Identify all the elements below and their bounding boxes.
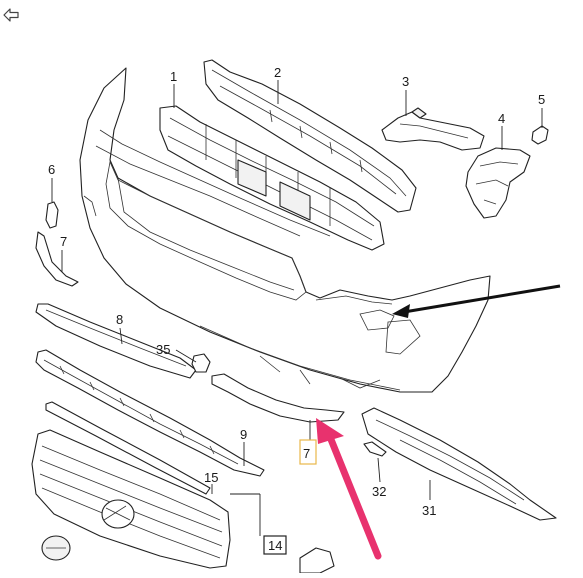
- part-4-side-bracket: [465, 147, 531, 219]
- label-part-2[interactable]: 2: [274, 65, 281, 80]
- black-indicator-arrow: [392, 284, 561, 318]
- part-7-lower-lip-trim: [211, 373, 345, 423]
- label-part-6[interactable]: 6: [48, 162, 55, 177]
- part-5-clip: [531, 125, 549, 145]
- pink-indicator-arrow: [316, 418, 382, 560]
- grille: [31, 429, 231, 569]
- part-2-upper-absorber: [203, 59, 417, 213]
- highlight-box: [299, 439, 317, 465]
- part-7-left-trim: [35, 231, 79, 287]
- part-6-side-clip: [45, 201, 59, 229]
- label-part-35[interactable]: 35: [156, 342, 170, 357]
- part-32-strip: [363, 441, 387, 457]
- part-35-clip: [191, 353, 211, 373]
- label-part-5[interactable]: 5: [538, 92, 545, 107]
- leader-lines: [51, 80, 543, 536]
- label-14-box: [263, 535, 287, 555]
- label-part-4[interactable]: 4: [498, 111, 505, 126]
- part-15-strip: [45, 401, 211, 495]
- label-part-15[interactable]: 15: [204, 470, 218, 485]
- part-labels[interactable]: 1 2 3 4 5 6 7 8 35 9 7 15 14 32 31: [48, 65, 545, 553]
- bumper-cover: [79, 67, 491, 393]
- label-part-31[interactable]: 31: [422, 503, 436, 518]
- label-part-9[interactable]: 9: [240, 427, 247, 442]
- label-part-8[interactable]: 8: [116, 312, 123, 327]
- label-part-1[interactable]: 1: [170, 69, 177, 84]
- part-1-impact-absorber: [159, 105, 385, 251]
- label-part-32[interactable]: 32: [372, 484, 386, 499]
- emblem: [41, 535, 71, 561]
- back-arrow-icon: [3, 8, 19, 22]
- label-part-7-left[interactable]: 7: [60, 234, 67, 249]
- label-part-14[interactable]: 14: [268, 538, 282, 553]
- part-bottom-bracket: [299, 547, 335, 574]
- label-part-3[interactable]: 3: [402, 74, 409, 89]
- part-8-trim-strip: [35, 303, 197, 379]
- part-3-bracket: [381, 107, 485, 151]
- label-part-7-highlighted[interactable]: 7: [303, 446, 310, 461]
- part-31-skid-plate: [361, 407, 557, 521]
- back-button[interactable]: [2, 6, 20, 24]
- part-9-lower-frame: [35, 349, 265, 477]
